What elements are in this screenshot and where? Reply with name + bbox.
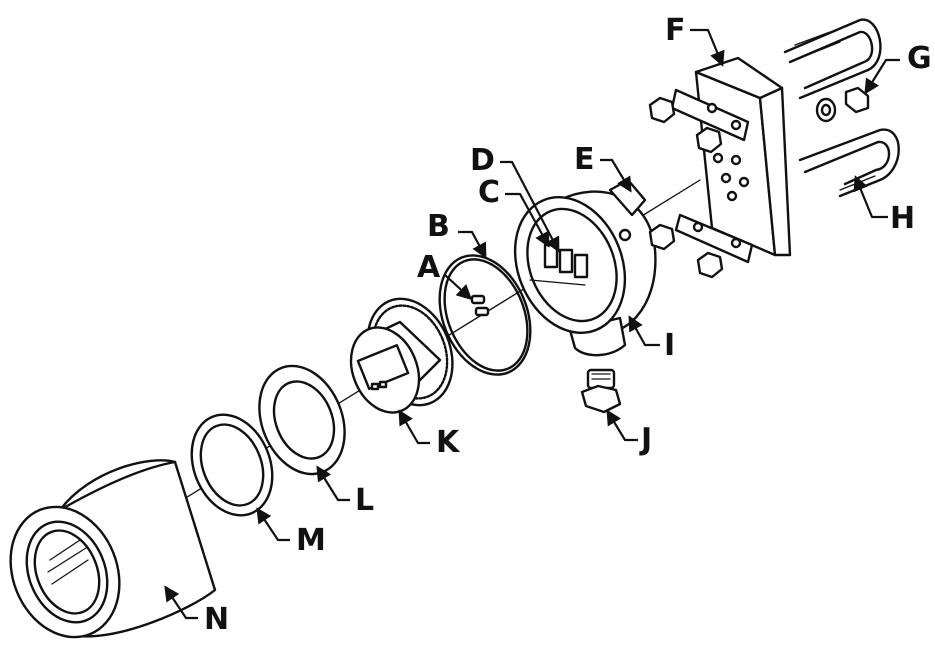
label-j: J	[641, 422, 653, 457]
label-h: H	[890, 201, 916, 236]
leader-l	[316, 465, 350, 502]
label-k: K	[436, 425, 460, 460]
part-j-plug	[580, 368, 622, 414]
part-f-mounting-bracket	[670, 56, 792, 264]
leader-i	[628, 315, 660, 347]
label-g: G	[907, 41, 932, 76]
part-i-housing	[513, 178, 657, 357]
label-e: E	[574, 142, 595, 177]
part-n-window-cover	[9, 459, 217, 639]
label-l: L	[355, 483, 375, 518]
part-a-jumper	[470, 294, 490, 317]
label-c: C	[478, 175, 501, 210]
label-f: F	[665, 13, 686, 48]
label-n: N	[204, 602, 230, 637]
part-h-u-bolts	[783, 18, 900, 198]
part-m-gasket	[190, 413, 274, 517]
leader-e	[600, 158, 632, 193]
leader-k	[398, 409, 430, 445]
part-b-o-ring	[438, 254, 532, 376]
part-l-spacer-ring	[258, 364, 346, 476]
leader-n	[164, 585, 198, 620]
label-a: A	[417, 250, 441, 285]
part-k-display-module	[349, 297, 454, 414]
leader-j	[606, 409, 638, 442]
leader-f	[690, 28, 725, 67]
label-i: I	[664, 328, 676, 363]
part-g-washer-and-nut	[815, 86, 870, 123]
label-m: M	[296, 523, 326, 558]
leader-c	[505, 192, 550, 248]
label-d: D	[470, 143, 495, 178]
label-b: B	[427, 209, 450, 244]
leader-d	[500, 160, 560, 253]
leader-g	[864, 58, 900, 95]
leader-b	[458, 230, 487, 259]
leader-a	[444, 274, 473, 301]
leader-m	[256, 507, 290, 542]
leader-h	[853, 175, 888, 219]
hex-nuts	[648, 96, 724, 279]
